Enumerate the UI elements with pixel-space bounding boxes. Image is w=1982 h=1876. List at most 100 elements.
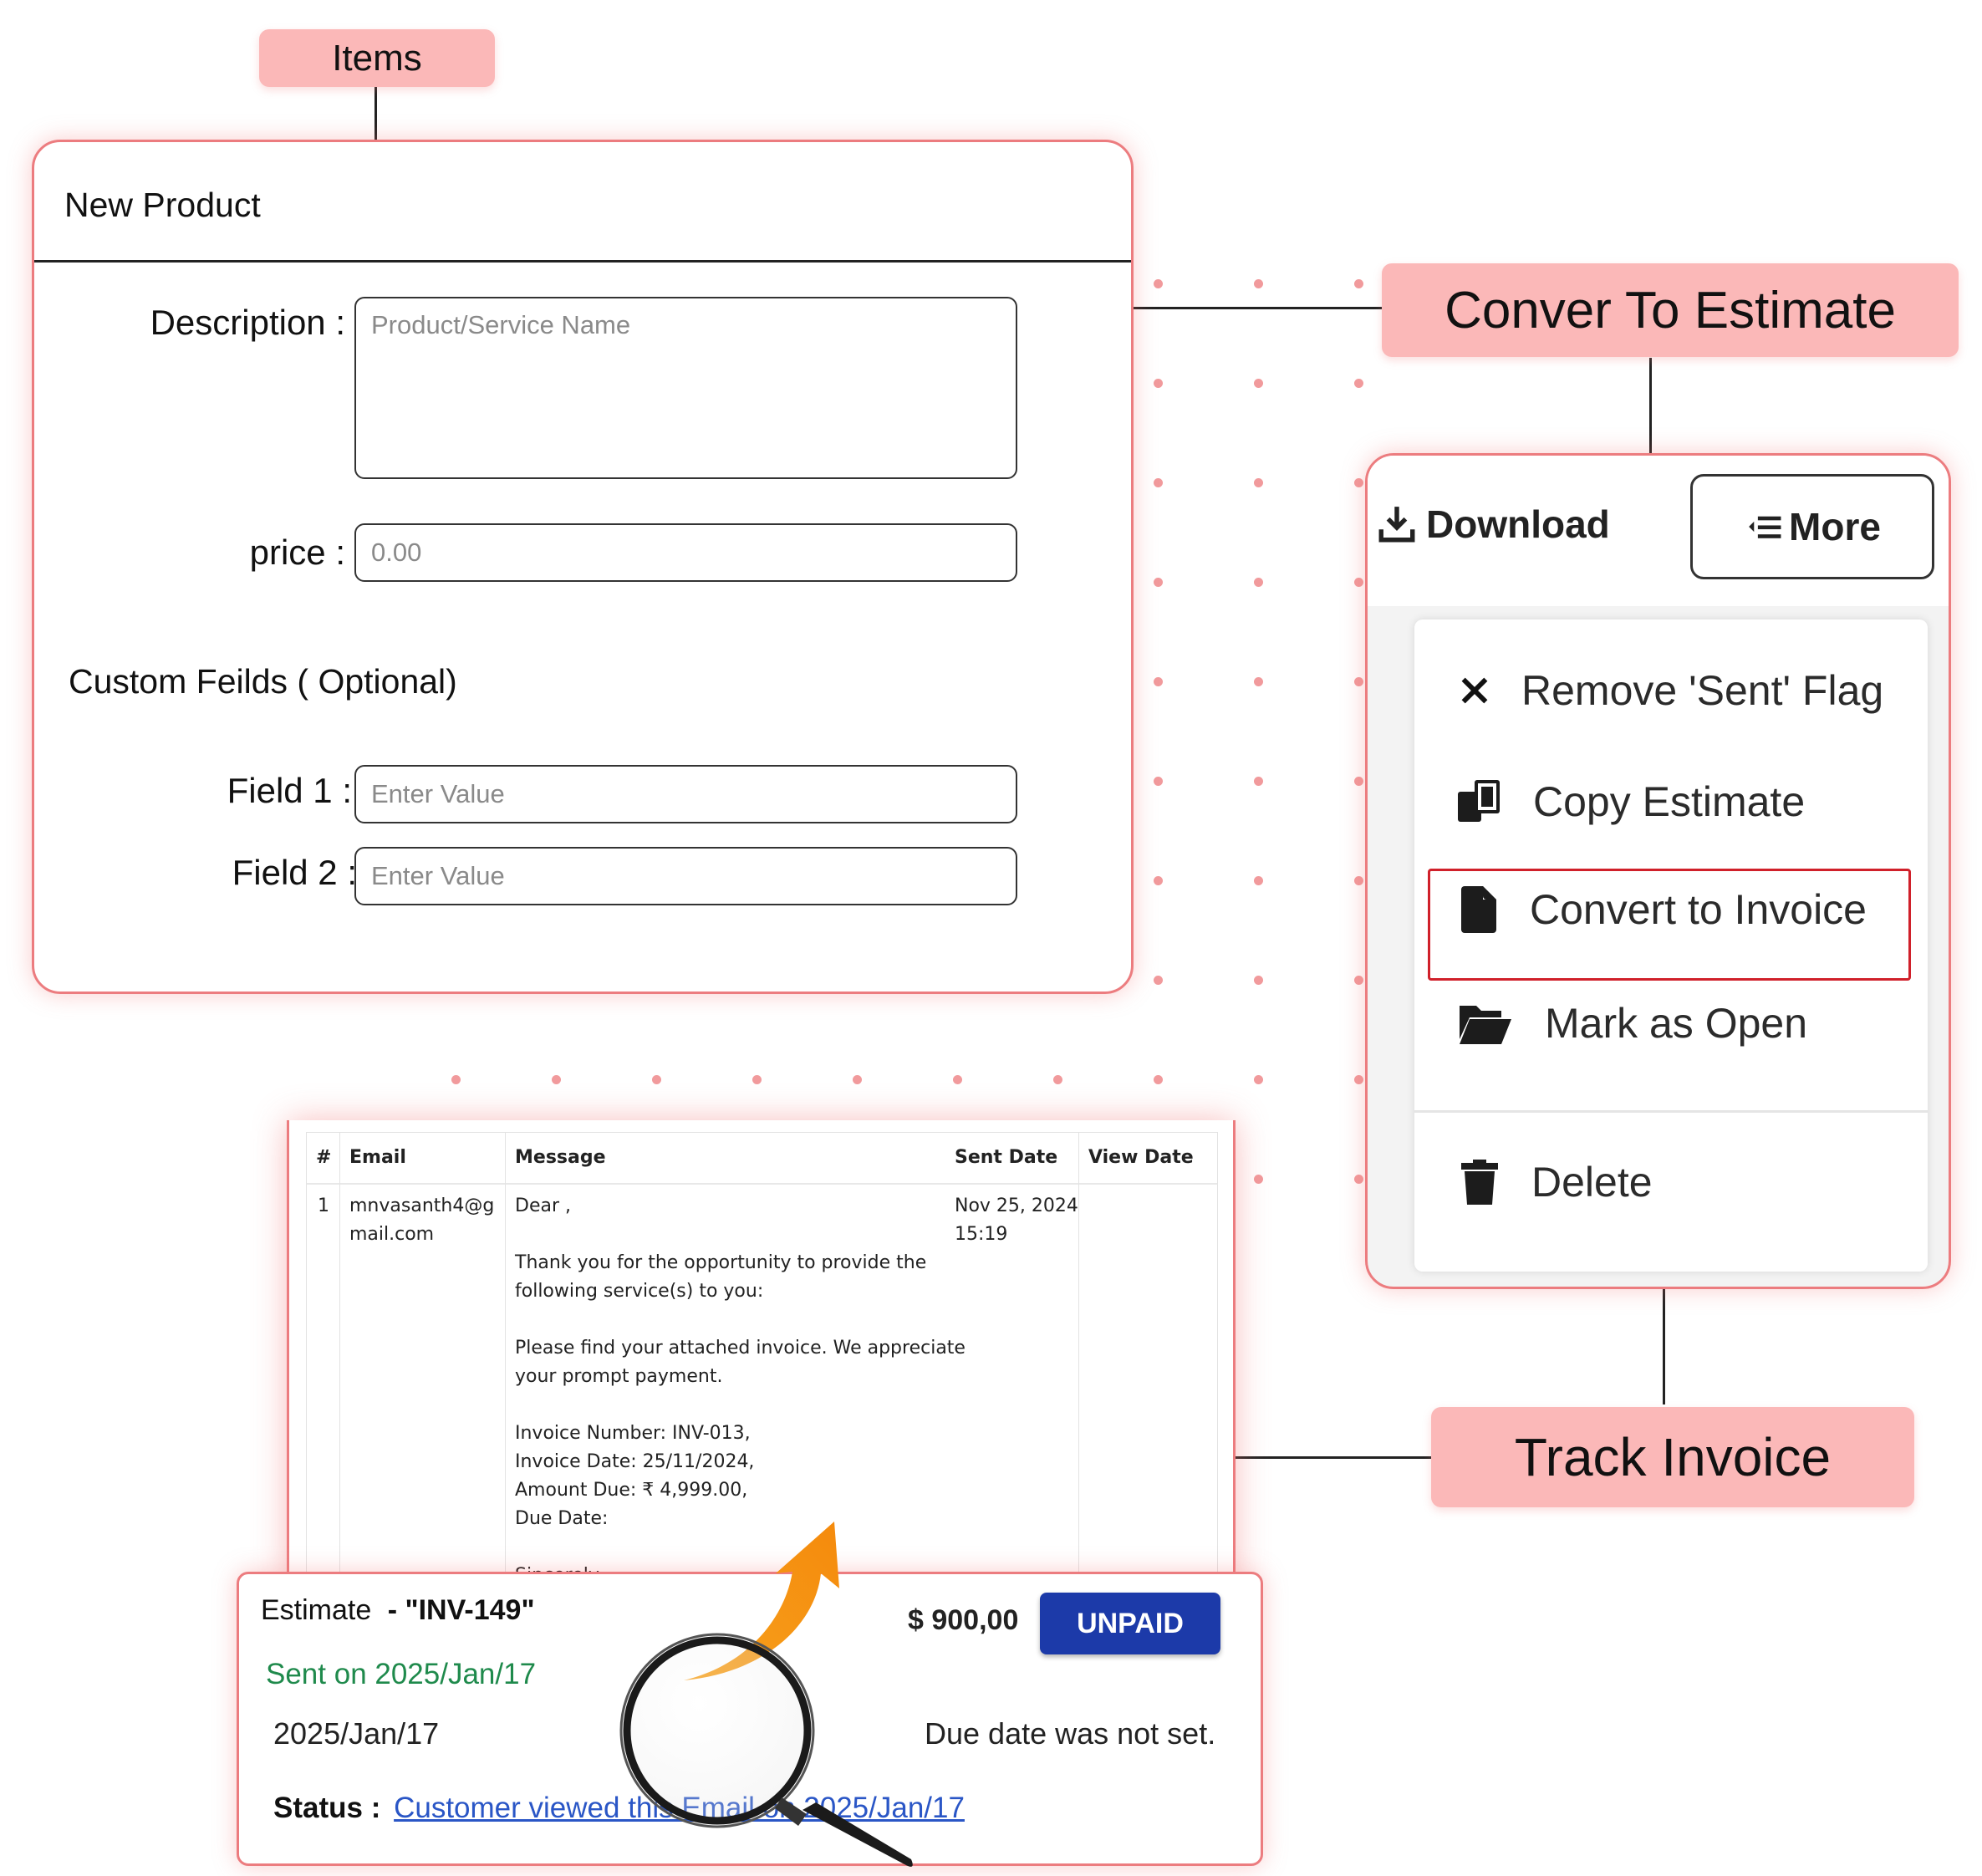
description-label: Description : xyxy=(150,303,345,342)
convert-to-invoice-highlight xyxy=(1428,869,1911,981)
table-border-header xyxy=(306,1183,1217,1185)
decorative-dot xyxy=(1354,777,1363,786)
decorative-dot xyxy=(1254,876,1263,885)
menu-divider xyxy=(1414,1110,1928,1113)
decorative-dot xyxy=(451,1075,461,1084)
description-input[interactable]: Product/Service Name xyxy=(354,297,1017,479)
estimate-label: Estimate xyxy=(261,1594,372,1626)
col-header-view-date: View Date xyxy=(1088,1147,1194,1168)
trash-icon xyxy=(1461,1160,1498,1205)
tag-track-label: Track Invoice xyxy=(1514,1427,1832,1487)
col-divider xyxy=(306,1132,307,1588)
email-log-card: # Email Message Sent Date View Date 1 mn… xyxy=(287,1120,1236,1591)
magnifier-lens-icon xyxy=(623,1636,812,1825)
tag-items: Items xyxy=(259,29,495,87)
decorative-dot xyxy=(1254,677,1263,686)
message-line: following service(s) to you: xyxy=(515,1281,764,1302)
message-line: Thank you for the opportunity to provide… xyxy=(515,1252,927,1273)
message-line: Invoice Number: INV-013, xyxy=(515,1423,751,1444)
custom-fields-heading: Custom Feilds ( Optional) xyxy=(69,662,457,701)
col-divider xyxy=(1217,1132,1218,1588)
menu-item-copy-estimate[interactable]: Copy Estimate xyxy=(1456,777,1805,827)
col-divider xyxy=(1078,1132,1079,1588)
decorative-dot xyxy=(1254,478,1263,487)
download-icon xyxy=(1378,507,1415,543)
decorative-dot xyxy=(1354,976,1363,985)
menu-item-delete[interactable]: Delete xyxy=(1461,1158,1653,1206)
decorative-dot xyxy=(1154,677,1163,686)
decorative-dot xyxy=(1354,478,1363,487)
message-line xyxy=(515,1221,1016,1249)
table-border-top xyxy=(306,1132,1217,1133)
col-header-message: Message xyxy=(515,1147,606,1168)
message-line: your prompt payment. xyxy=(515,1366,723,1387)
row-email-line1: mnvasanth4@g xyxy=(349,1195,495,1216)
decorative-dot xyxy=(1254,578,1263,587)
price-label: price : xyxy=(249,533,345,572)
field1-input[interactable]: Enter Value xyxy=(354,765,1017,823)
col-header-sent-date: Sent Date xyxy=(955,1147,1058,1168)
decorative-dot xyxy=(552,1075,561,1084)
decorative-dot xyxy=(752,1075,762,1084)
decorative-dot xyxy=(1254,279,1263,288)
message-line xyxy=(515,1391,1016,1420)
estimate-number: - "INV-149" xyxy=(387,1594,535,1626)
price-input[interactable]: 0.00 xyxy=(354,523,1017,582)
col-header-email: Email xyxy=(349,1147,406,1168)
status-badge[interactable]: UNPAID xyxy=(1040,1593,1220,1654)
tag-convert-to-estimate: Conver To Estimate xyxy=(1382,263,1959,357)
row-email-line2: mail.com xyxy=(349,1224,435,1245)
decorative-dot xyxy=(1053,1075,1062,1084)
folder-open-icon xyxy=(1460,1006,1511,1044)
menu-item-label: Remove 'Sent' Flag xyxy=(1521,667,1884,714)
field2-input[interactable]: Enter Value xyxy=(354,847,1017,905)
decorative-dot xyxy=(1154,777,1163,786)
connector-track-v xyxy=(1663,1284,1665,1404)
menu-item-mark-as-open[interactable]: Mark as Open xyxy=(1460,999,1807,1048)
menu-item-convert-to-invoice[interactable]: Convert to Invoice xyxy=(1461,885,1867,934)
menu-item-label: Mark as Open xyxy=(1545,1000,1808,1047)
more-button[interactable]: More xyxy=(1690,474,1934,579)
magnifier-handle-icon xyxy=(775,1797,807,1826)
menu-item-label: Copy Estimate xyxy=(1533,778,1806,825)
message-line: Please find your attached invoice. We ap… xyxy=(515,1338,966,1359)
decorative-dot xyxy=(853,1075,862,1084)
more-label: More xyxy=(1789,505,1881,548)
connector-items xyxy=(374,85,377,140)
actions-menu-card: Download More Remove 'Sent' Flag Copy Es… xyxy=(1365,453,1951,1289)
close-icon xyxy=(1461,677,1488,704)
decorative-dot xyxy=(1154,578,1163,587)
field2-label: Field 2 : xyxy=(232,853,357,892)
col-header-index: # xyxy=(316,1147,332,1168)
message-line xyxy=(515,1306,1016,1334)
col-divider xyxy=(505,1132,506,1588)
decorative-dot xyxy=(1354,1075,1363,1084)
decorative-dot xyxy=(1354,1175,1363,1184)
estimate-title: Estimate - "INV-149" xyxy=(261,1594,535,1627)
decorative-dot xyxy=(1154,279,1163,288)
message-line: Dear , xyxy=(515,1195,571,1216)
row-index: 1 xyxy=(318,1195,329,1216)
decorative-dot xyxy=(1354,677,1363,686)
menu-item-label: Delete xyxy=(1531,1159,1653,1206)
download-label: Download xyxy=(1426,502,1610,546)
card-title-divider xyxy=(34,260,1131,263)
card-title: New Product xyxy=(64,186,261,224)
col-divider xyxy=(339,1132,340,1588)
decorative-dot xyxy=(1254,1075,1263,1084)
connector-estimate-h xyxy=(1132,307,1383,309)
decorative-dot xyxy=(1354,379,1363,388)
dropdown-menu xyxy=(1414,619,1928,1272)
estimate-date: 2025/Jan/17 xyxy=(273,1716,440,1751)
status-label: Status : xyxy=(273,1792,381,1824)
decorative-dot xyxy=(953,1075,962,1084)
menu-item-remove-sent-flag[interactable]: Remove 'Sent' Flag xyxy=(1458,666,1883,715)
decorative-dot xyxy=(1154,876,1163,885)
decorative-dot xyxy=(1154,379,1163,388)
menu-caret-icon xyxy=(1749,516,1781,538)
decorative-dot xyxy=(1154,478,1163,487)
download-button[interactable]: Download xyxy=(1376,502,1610,547)
message-line: Invoice Date: 25/11/2024, xyxy=(515,1451,755,1472)
tag-items-label: Items xyxy=(332,37,422,79)
due-date-text: Due date was not set. xyxy=(925,1716,1216,1751)
